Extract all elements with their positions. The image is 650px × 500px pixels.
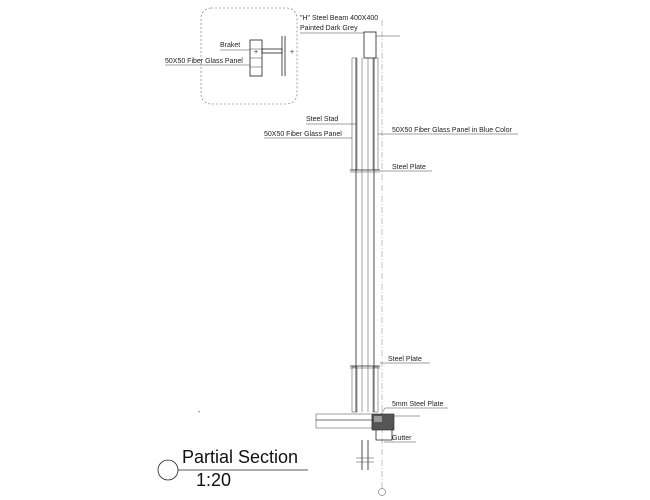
detail-bracket [261, 48, 283, 54]
lower-panel-left [351, 366, 358, 413]
detail-callout: + + Braket 50X50 Fiber Glass Panel [165, 7, 298, 105]
base-slab-left [315, 413, 373, 421]
steel-plate-top-label: Steel Plate [392, 164, 426, 171]
lower-panel-right [372, 366, 379, 413]
title-bubble [157, 459, 179, 481]
drawing-scale: 1:20 [196, 470, 231, 490]
grid-bubble [378, 488, 386, 496]
steel-stad-label: Steel Stad [306, 116, 338, 123]
detail-panel-label: 50X50 Fiber Glass Panel [165, 58, 243, 65]
panel-left-label: 50X50 Fiber Glass Panel [264, 131, 342, 138]
beam-label-line2: Painted Dark Grey [300, 25, 358, 32]
panel-right-label: 50X50 Fiber Glass Panel in Blue Color [392, 127, 513, 134]
gutter-label: Gutter [392, 435, 412, 442]
svg-text:-: - [198, 409, 201, 416]
svg-text:+: + [290, 49, 294, 56]
beam-label-line1: "H" Steel Beam 400X400 [300, 15, 378, 22]
plate-5mm-label: 5mm Steel Plate [392, 401, 443, 408]
steel-plate-bottom-label: Steel Plate [388, 356, 422, 363]
svg-text:+: + [254, 49, 258, 56]
drawing-title: Partial Section [182, 447, 298, 467]
title-block: Partial Section 1:20 [157, 447, 308, 490]
gutter [375, 430, 393, 441]
braket-label: Braket [220, 42, 240, 49]
column-section [300, 20, 420, 496]
detail-callout-border [200, 7, 298, 105]
h-steel-beam [363, 31, 377, 59]
annotations: "H" Steel Beam 400X400 Painted Dark Grey… [198, 15, 518, 443]
